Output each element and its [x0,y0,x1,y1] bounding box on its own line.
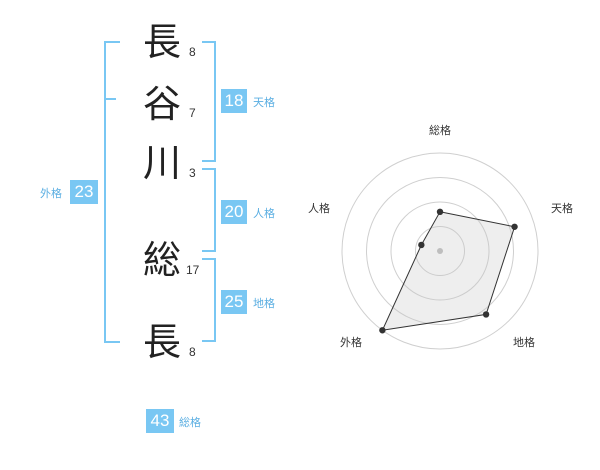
chikaku-bracket [202,258,216,342]
gaikaku-bracket [104,41,120,343]
gaikaku-label: 外格 [40,187,62,200]
name-char-4: 総 [143,238,182,282]
jinkaku-value: 20 [221,200,247,224]
radar-label-jinkaku: 人格 [308,202,330,215]
stroke-count-2: 7 [189,106,196,120]
radar-label-chikaku: 地格 [513,336,535,349]
radar-point-tenkaku [511,223,518,230]
name-char-1: 長 [143,20,182,64]
stroke-count-3: 3 [189,166,196,180]
tenkaku-label: 天格 [253,96,275,109]
radar-point-chikaku [482,311,490,318]
name-char-3: 川 [143,141,182,185]
tenkaku-value: 18 [221,89,247,113]
radar-point-soukaku [436,208,444,215]
chikaku-label: 地格 [253,297,275,310]
radar-point-gaikaku [379,327,386,334]
chikaku-value: 25 [221,290,247,314]
stroke-count-4: 17 [186,263,200,277]
radar-point-jinkaku [418,241,425,249]
gaikaku-value: 23 [70,180,98,204]
name-char-5: 長 [143,320,182,364]
radar-center-dot [437,248,443,254]
jinkaku-label: 人格 [253,207,275,220]
gaikaku-bracket-tick [104,98,116,100]
radar-label-tenkaku: 天格 [551,202,573,215]
radar-polygon [381,211,516,331]
stroke-count-1: 8 [189,45,196,59]
radar-label-gaikaku: 外格 [340,336,362,349]
name-char-2: 谷 [143,82,182,126]
soukaku-label: 総格 [179,416,201,429]
jinkaku-bracket [202,168,216,252]
tenkaku-bracket [202,41,216,162]
soukaku-value: 43 [146,409,174,433]
radar-label-soukaku: 総格 [429,124,451,137]
stroke-count-5: 8 [189,345,196,359]
